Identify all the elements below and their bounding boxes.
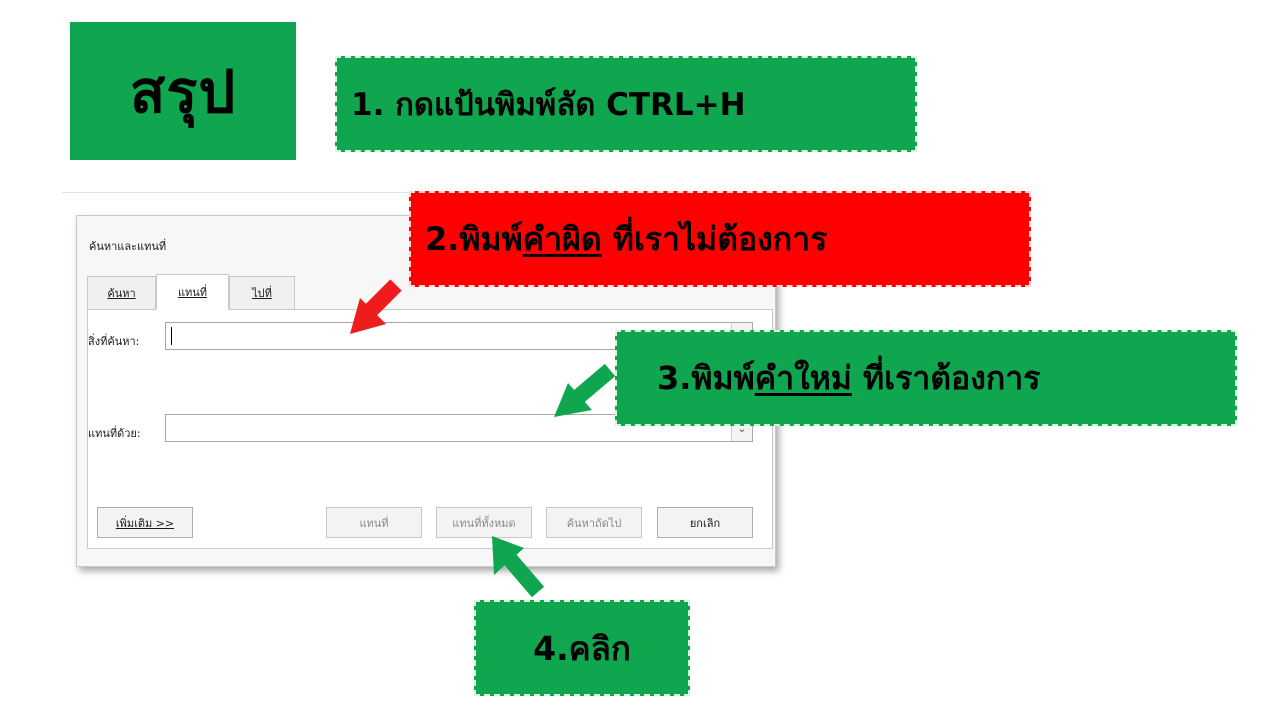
replace-all-button[interactable]: แทนที่ทั้งหมด <box>436 507 532 538</box>
step-2-callout: 2.พิมพ์คำผิด ที่เราไม่ต้องการ <box>409 191 1031 287</box>
step-3-underlined: คำใหม่ <box>754 358 852 397</box>
tab-find[interactable]: ค้นหา <box>87 276 156 309</box>
replace-button[interactable]: แทนที่ <box>326 507 422 538</box>
replace-label: แทนที่ด้วย: <box>88 427 141 440</box>
step-3-prefix: 3.พิมพ์ <box>657 358 755 397</box>
tab-goto[interactable]: ไปที่ <box>229 276 295 309</box>
step-3-callout: 3.พิมพ์คำใหม่ ที่เราต้องการ <box>615 330 1237 426</box>
red-arrow-icon <box>350 279 402 334</box>
dialog-title: ค้นหาและแทนที่ <box>89 240 167 253</box>
more-button[interactable]: เพิ่มเติม >> <box>97 507 193 538</box>
step-4-text: 4.คลิก <box>533 628 631 668</box>
step-2-prefix: 2.พิมพ์ <box>425 219 523 258</box>
tab-replace[interactable]: แทนที่ <box>156 274 229 310</box>
find-label: สิ่งที่ค้นหา: <box>88 335 140 348</box>
step-2-underlined: คำผิด <box>522 219 602 258</box>
step-3-suffix: ที่เราต้องการ <box>851 358 1041 397</box>
green-arrow-icon <box>554 363 616 417</box>
slide-title: สรุป <box>129 57 237 126</box>
divider <box>62 192 412 193</box>
green-arrow-icon <box>492 536 545 598</box>
step-1-text: 1. กดแป้นพิมพ์ลัด CTRL+H <box>351 87 746 123</box>
step-4-callout: 4.คลิก <box>474 600 690 696</box>
step-2-suffix: ที่เราไม่ต้องการ <box>601 219 828 258</box>
title-box: สรุป <box>70 22 296 160</box>
text-caret <box>171 327 172 345</box>
step-1-callout: 1. กดแป้นพิมพ์ลัด CTRL+H <box>335 56 917 152</box>
find-next-button[interactable]: ค้นหาถัดไป <box>546 507 642 538</box>
cancel-button[interactable]: ยกเลิก <box>657 507 753 538</box>
